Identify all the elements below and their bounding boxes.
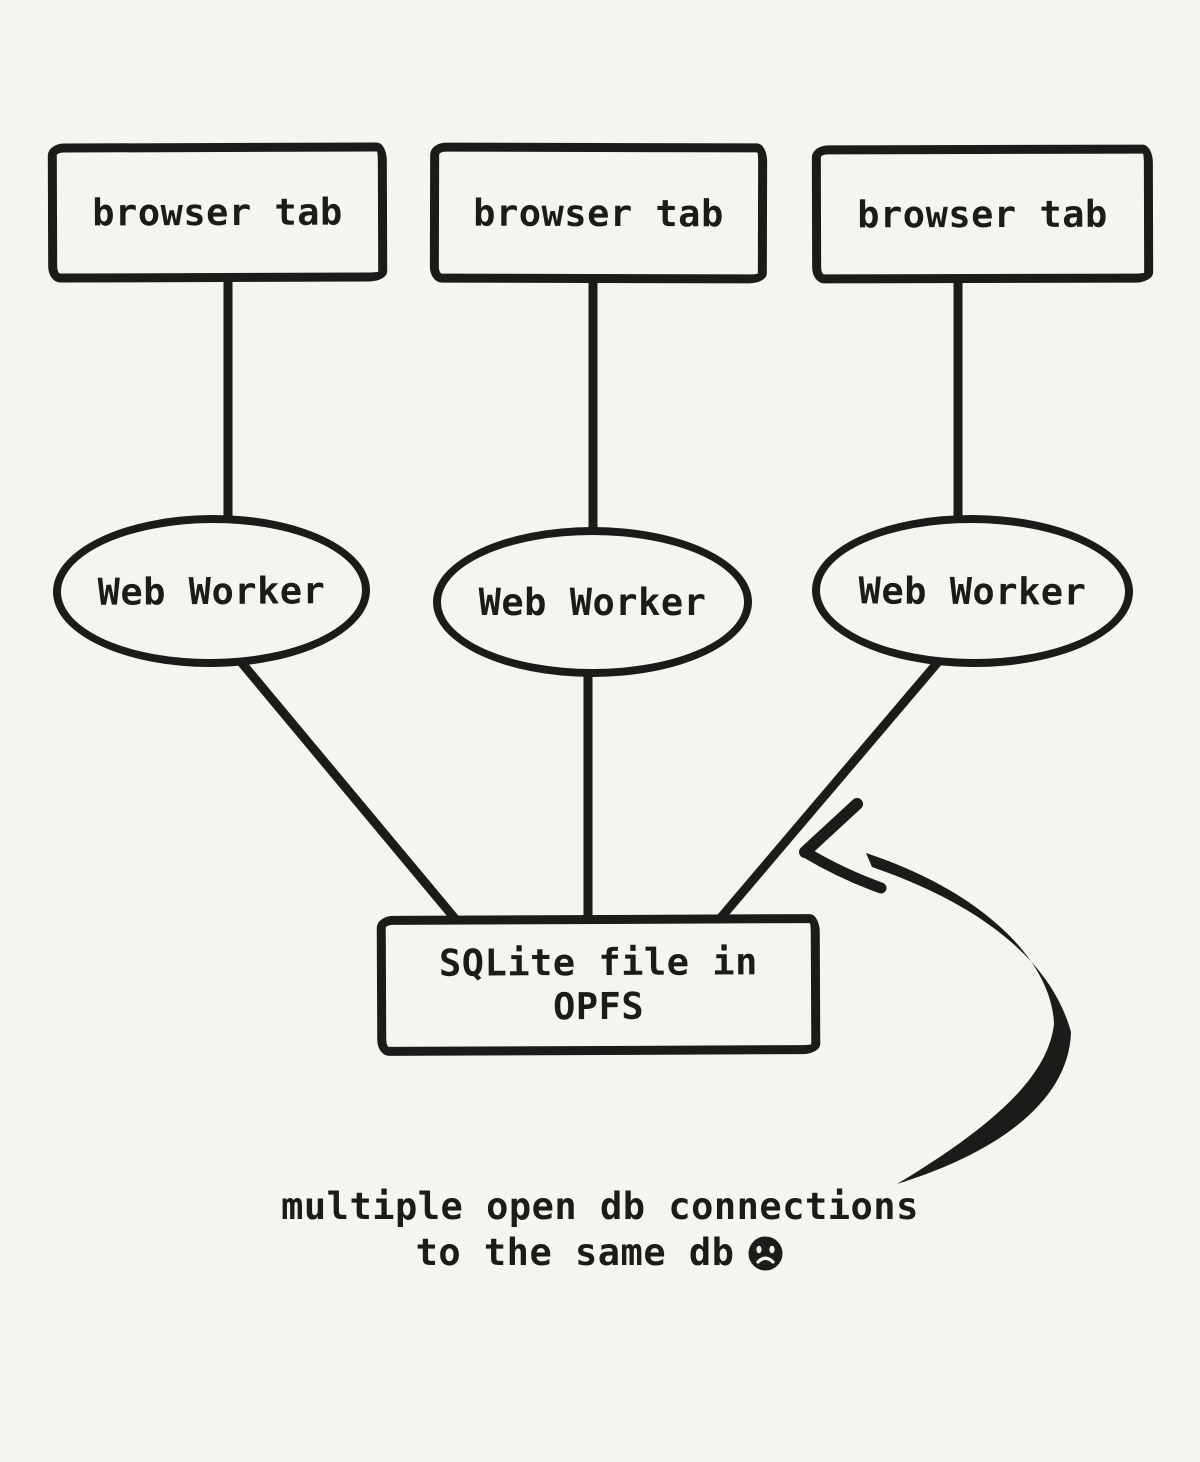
browser-tab-3-label: browser tab (857, 192, 1108, 236)
node-web-worker-2: Web Worker (433, 527, 752, 677)
caption-line2-text: to the same db (415, 1231, 735, 1274)
web-worker-3-label: Web Worker (858, 568, 1087, 614)
edge-worker1-sqlite (231, 651, 462, 926)
sad-face-icon (748, 1236, 783, 1270)
browser-tab-1-label: browser tab (92, 190, 343, 235)
sqlite-label-line2: OPFS (552, 984, 645, 1029)
annotation-arrow-head-lower (799, 846, 887, 894)
node-web-worker-3: Web Worker (811, 514, 1134, 668)
web-worker-1-label: Web Worker (97, 568, 326, 614)
annotation-arrow-body (866, 853, 1071, 1184)
edge-worker3-sqlite (713, 650, 949, 926)
web-worker-2-label: Web Worker (478, 580, 707, 624)
node-browser-tab-1: browser tab (47, 142, 388, 283)
sqlite-label-line1: SQLite file in (438, 940, 758, 986)
node-sqlite-file: SQLite file in OPFS (376, 914, 821, 1056)
annotation-arrow-head-upper (799, 798, 863, 858)
caption: multiple open db connections to the same… (0, 1184, 1200, 1276)
caption-line1: multiple open db connections (281, 1185, 919, 1228)
node-browser-tab-2: browser tab (429, 142, 768, 284)
node-browser-tab-3: browser tab (811, 144, 1154, 284)
browser-tab-2-label: browser tab (473, 191, 724, 235)
caption-line2: to the same db (0, 1230, 1200, 1276)
